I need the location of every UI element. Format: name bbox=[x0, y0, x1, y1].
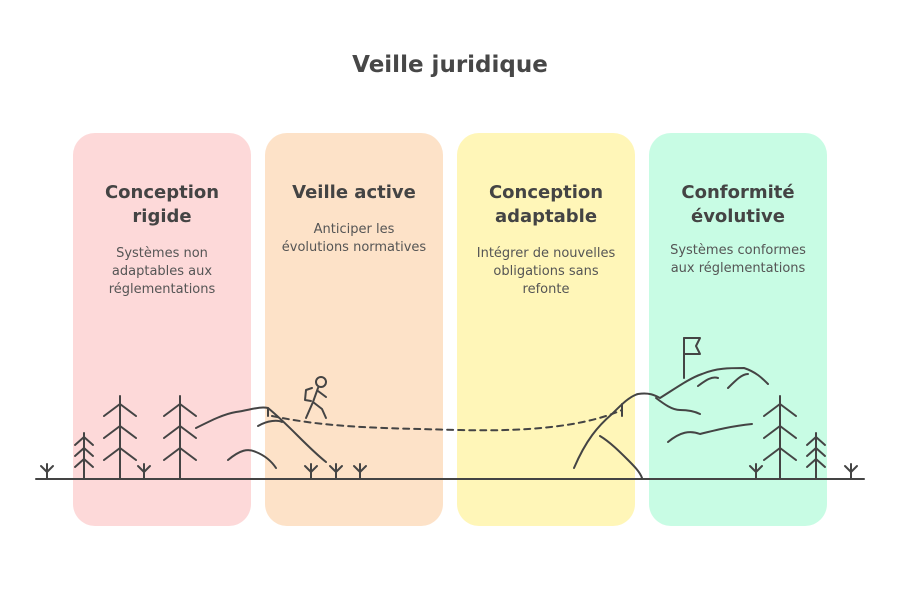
panel-title: Conception rigide bbox=[104, 182, 220, 227]
panel-description: Systèmes non adaptables aux réglementati… bbox=[108, 246, 216, 297]
panel-conception-adaptable: Conception adaptable Intégrer de nouvell… bbox=[457, 133, 635, 526]
diagram-title: Veille juridique bbox=[352, 52, 548, 78]
grass-icon bbox=[844, 463, 858, 480]
panel-description: Intégrer de nouvelles obligations sans r… bbox=[476, 246, 616, 297]
panel-title: Conformité évolutive bbox=[681, 182, 795, 227]
panel-veille-active: Veille active Anticiper les évolutions n… bbox=[265, 133, 443, 526]
grass-icon bbox=[40, 463, 54, 480]
panel-title: Conception adaptable bbox=[488, 182, 604, 227]
panel-description: Anticiper les évolutions normatives bbox=[281, 222, 427, 255]
panel-title: Veille active bbox=[292, 182, 416, 203]
panel-description: Systèmes conformes aux réglementations bbox=[670, 243, 806, 276]
panel-conformite-evolutive: Conformité évolutive Systèmes conformes … bbox=[649, 133, 827, 526]
panel-conception-rigide: Conception rigide Systèmes non adaptable… bbox=[73, 133, 251, 526]
